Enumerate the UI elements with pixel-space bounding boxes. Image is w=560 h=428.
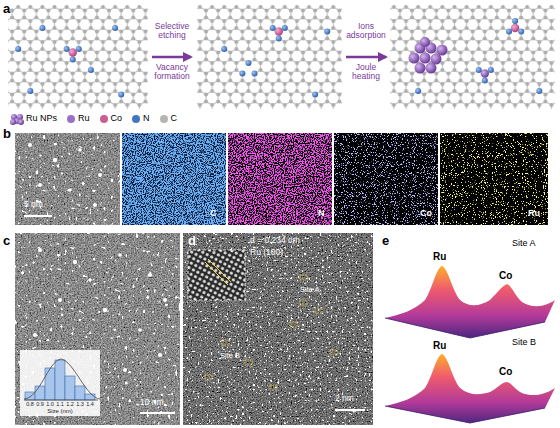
peak-label: Ru: [433, 251, 446, 262]
panel-letter: b: [3, 127, 11, 141]
intensity-surface: [385, 354, 555, 423]
step-label: Joule heating: [342, 63, 390, 82]
process-arrow: [346, 56, 386, 59]
map-label: Co: [420, 209, 432, 219]
legend-text: Ru NPs: [26, 114, 57, 124]
legend-text: Co: [111, 114, 123, 124]
legend-swatch: [100, 115, 108, 123]
scale-label: 10 nm: [140, 398, 164, 407]
axis-label: Size (nm): [47, 408, 73, 415]
element-map: [228, 133, 332, 225]
peak-label: Ru: [433, 340, 446, 351]
lattice-label: d = 0.234 nm: [250, 236, 300, 245]
legend-swatch: [160, 115, 168, 123]
haadf-image: [15, 233, 180, 425]
step-label: Vacancy formation: [148, 63, 196, 82]
cluster-swatch: [10, 113, 24, 125]
map-label: Ru: [528, 209, 540, 219]
panel-letter: c: [3, 234, 10, 248]
scale-label: 2 nm: [335, 394, 354, 403]
element-map: [334, 133, 438, 225]
panel-letter: e: [382, 234, 389, 248]
tick-label: 1.2: [66, 401, 74, 407]
element-map: [122, 133, 226, 225]
lattice-label: Ru (100): [250, 248, 283, 257]
legend-text: C: [171, 114, 178, 124]
intensity-surface: [385, 266, 555, 338]
peak-label: Co: [499, 270, 512, 281]
haadf-image: [183, 233, 373, 425]
lattice-tile: [8, 5, 148, 109]
tick-label: 1.1: [56, 401, 64, 407]
scale-label: 5 nm: [24, 200, 43, 209]
site-label: Site B: [512, 338, 536, 348]
step-label: Ions adsorption: [342, 22, 390, 41]
lattice-tile: [390, 5, 555, 109]
site-label: Site A: [300, 286, 320, 294]
tick-label: 1.4: [86, 401, 94, 407]
haadf-image: [15, 133, 120, 225]
legend-text: Ru: [78, 114, 90, 124]
ru-cluster: [409, 37, 448, 74]
process-arrow: [152, 56, 191, 59]
tick-label: 1.0: [46, 401, 54, 407]
site-label: Site A: [512, 239, 536, 249]
panel-letter: d: [188, 234, 196, 248]
step-label: Selective etching: [148, 22, 196, 41]
site-label: Site B: [220, 352, 240, 360]
tick-label: 0.9: [36, 401, 44, 407]
panel-letter: a: [3, 2, 10, 16]
legend-swatch: [132, 115, 140, 123]
map-label: C: [210, 209, 217, 219]
lattice-tile: [197, 5, 342, 109]
legend-swatch: [67, 115, 75, 123]
map-label: N: [318, 209, 325, 219]
peak-label: Co: [499, 366, 512, 377]
tick-label: 0.8: [26, 401, 34, 407]
tick-label: 1.3: [76, 401, 84, 407]
element-map: [440, 133, 548, 225]
legend-text: N: [143, 114, 150, 124]
